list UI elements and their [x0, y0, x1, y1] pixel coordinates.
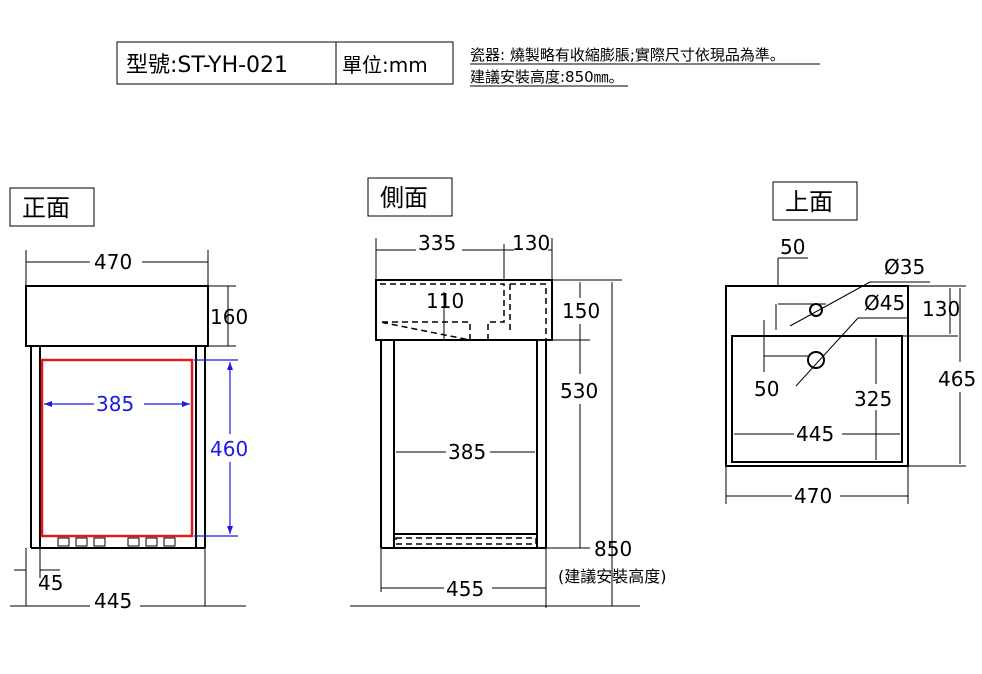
front-dim-470: 470	[94, 250, 132, 274]
top-dim-445: 445	[796, 422, 834, 446]
side-basin	[375, 279, 553, 341]
top-dim-325: 325	[854, 387, 892, 411]
top-title-box	[772, 181, 858, 221]
side-view: 側面 335 130 110 150	[350, 177, 667, 608]
front-dim-45: 45	[38, 571, 63, 595]
unit-label: 單位:mm	[342, 53, 428, 77]
side-title-box	[367, 177, 453, 217]
front-dim-385: 385	[96, 392, 134, 416]
side-dim-850: 850	[594, 537, 632, 561]
side-dim-335: 335	[418, 231, 456, 255]
header-notes: 瓷器: 燒製略有收縮膨脹;實際尺寸依現品為準。 建議安裝高度:850㎜。	[470, 46, 820, 87]
side-dim-150: 150	[562, 299, 600, 323]
top-title: 上面	[785, 188, 833, 216]
side-install-note: (建議安裝高度)	[558, 567, 667, 586]
side-dim-130: 130	[512, 231, 550, 255]
note-line-1: 瓷器: 燒製略有收縮膨脹;實際尺寸依現品為準。	[470, 46, 785, 64]
top-dim-130: 130	[922, 297, 960, 321]
front-bottom-slots	[57, 537, 176, 547]
front-title: 正面	[22, 194, 70, 222]
note-line-2: 建議安裝高度:850㎜。	[470, 68, 624, 86]
top-basin-outline	[731, 335, 903, 463]
front-title-box	[9, 187, 95, 227]
top-view: 上面 Ø35 Ø45 50 50 130 465	[725, 181, 976, 508]
top-dim-470: 470	[794, 484, 832, 508]
top-dim-465: 465	[938, 367, 976, 391]
header-title-block: 型號:ST-YH-021 單位:mm	[116, 41, 454, 85]
front-basin	[25, 285, 209, 347]
drain-hole	[807, 351, 825, 369]
top-dim-50-lower: 50	[754, 377, 779, 401]
top-outer-outline	[725, 285, 909, 467]
front-dim-160: 160	[210, 305, 248, 329]
top-dim-faucet-hole: Ø35	[884, 255, 925, 279]
top-dim-50-upper: 50	[780, 235, 805, 259]
side-dim-530: 530	[560, 379, 598, 403]
side-dim-455: 455	[446, 577, 484, 601]
side-title: 側面	[380, 184, 428, 212]
side-dim-385: 385	[448, 440, 486, 464]
front-view: 正面 470 160	[9, 187, 248, 613]
top-dim-drain-hole: Ø45	[864, 291, 905, 315]
side-dim-110: 110	[426, 289, 464, 313]
front-opening-highlight	[40, 358, 194, 538]
front-dim-445: 445	[94, 589, 132, 613]
model-label: 型號:ST-YH-021	[126, 53, 288, 78]
front-dim-460: 460	[210, 437, 248, 461]
